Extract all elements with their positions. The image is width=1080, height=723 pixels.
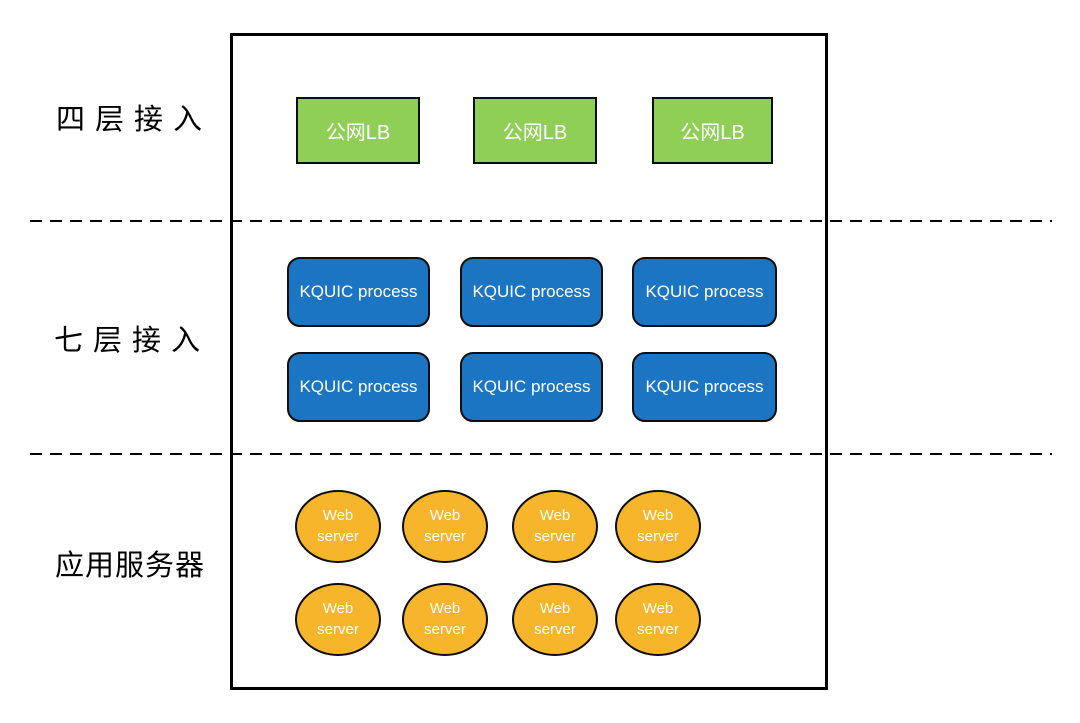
web-server-node: Web server xyxy=(615,490,701,563)
tier-label-layer7-access: 七层接入 xyxy=(54,325,211,357)
web-server-node: Web server xyxy=(402,583,488,656)
kquic-process-node: KQUIC process xyxy=(632,352,777,422)
web-server-node: Web server xyxy=(512,490,598,563)
cluster-boundary-rect xyxy=(230,33,828,690)
kquic-process-node: KQUIC process xyxy=(460,257,603,327)
public-lb-node: 公网LB xyxy=(473,97,597,164)
kquic-process-node: KQUIC process xyxy=(287,352,430,422)
public-lb-node: 公网LB xyxy=(296,97,420,164)
web-server-node: Web server xyxy=(295,490,381,563)
tier-label-layer4-access: 四层接入 xyxy=(56,104,213,136)
tier-divider-line-1 xyxy=(30,220,1052,222)
public-lb-node: 公网LB xyxy=(652,97,773,164)
web-server-node: Web server xyxy=(402,490,488,563)
kquic-process-node: KQUIC process xyxy=(460,352,603,422)
web-server-node: Web server xyxy=(615,583,701,656)
tier-divider-line-2 xyxy=(30,453,1052,455)
tier-label-app-servers: 应用服务器 xyxy=(55,550,206,582)
kquic-process-node: KQUIC process xyxy=(632,257,777,327)
web-server-node: Web server xyxy=(512,583,598,656)
kquic-process-node: KQUIC process xyxy=(287,257,430,327)
web-server-node: Web server xyxy=(295,583,381,656)
